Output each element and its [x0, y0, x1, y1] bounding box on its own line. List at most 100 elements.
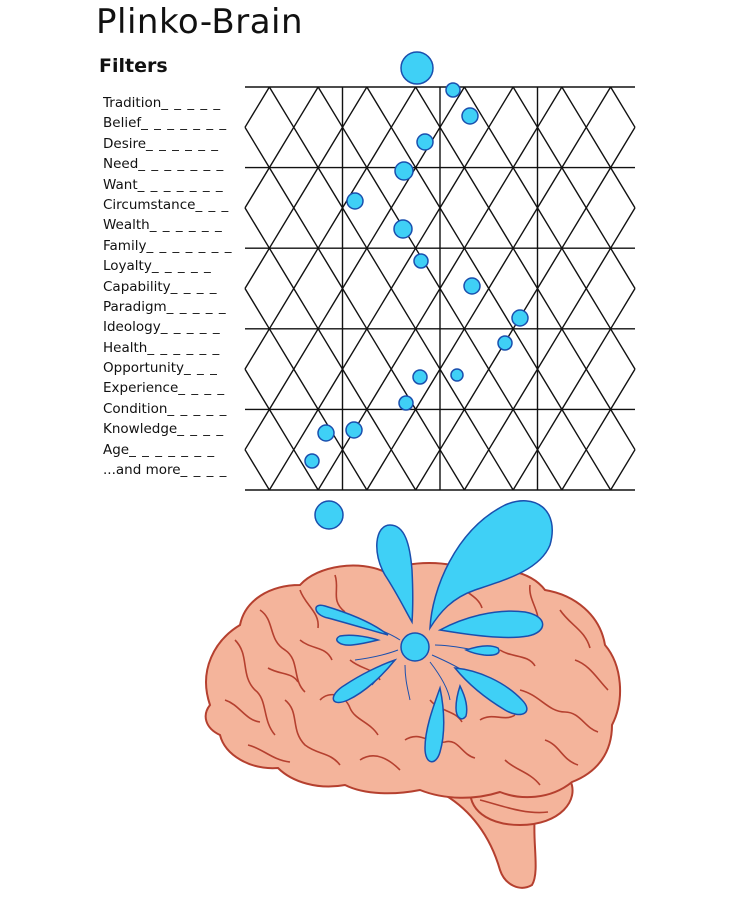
- grid-line: [561, 328, 587, 370]
- grid-line: [488, 207, 514, 249]
- grid-line: [317, 449, 344, 491]
- grid-line: [366, 328, 392, 370]
- page-title: Plinko-Brain: [96, 2, 304, 42]
- grid-line: [488, 409, 514, 451]
- plinko-ball: [345, 421, 363, 439]
- grid-line: [341, 126, 368, 168]
- grid-line: [390, 328, 417, 370]
- filter-item: Tradition_ _ _ _ _: [103, 93, 233, 113]
- grid-line: [561, 247, 587, 289]
- grid-line: [488, 288, 514, 330]
- grid-line: [244, 247, 270, 289]
- grid-drops: [304, 51, 529, 469]
- grid-line: [366, 409, 392, 451]
- filter-dashes: _ _ _ _ _ _ _: [141, 115, 228, 132]
- filter-item: Paradigm_ _ _ _ _: [103, 297, 233, 317]
- grid-line: [536, 449, 563, 491]
- grid-line: [561, 449, 587, 491]
- filter-label: Want: [103, 176, 138, 193]
- grid-line: [268, 167, 295, 209]
- grid-line: [341, 288, 368, 330]
- grid-line: [268, 247, 295, 289]
- filter-item: Health_ _ _ _ _ _: [103, 338, 233, 358]
- grid-line: [390, 288, 417, 330]
- plinko-ball: [346, 192, 364, 210]
- grid-line: [317, 167, 344, 209]
- splash-drop-right-small: [464, 645, 500, 656]
- grid-line: [561, 288, 587, 330]
- grid-line: [366, 449, 392, 491]
- plinko-ball: [416, 133, 434, 151]
- grid-line: [439, 247, 465, 289]
- grid-line: [244, 126, 270, 168]
- grid-line: [561, 368, 587, 410]
- grid-line: [463, 126, 490, 168]
- grid-line: [585, 449, 612, 491]
- grid-line: [293, 86, 319, 128]
- filter-item: Wealth_ _ _ _ _ _: [103, 215, 233, 235]
- grid-line: [463, 288, 490, 330]
- plinko-ball: [463, 277, 481, 295]
- grid-line: [536, 288, 563, 330]
- grid-line: [341, 86, 368, 128]
- filters-heading: Filters: [99, 55, 168, 77]
- filter-dashes: _ _ _ _: [178, 380, 226, 397]
- grid-line: [366, 247, 392, 289]
- splash-drop-large: [429, 500, 553, 631]
- grid-line: [463, 409, 490, 451]
- grid-line: [488, 126, 514, 168]
- grid-line: [390, 409, 417, 451]
- filter-label: Wealth: [103, 217, 150, 234]
- grid-line: [610, 409, 636, 451]
- grid-line: [439, 126, 465, 168]
- filter-label: Health: [103, 339, 148, 356]
- filter-dashes: _ _ _ _ _ _ _: [138, 156, 225, 173]
- splash-drop-bottom-small: [455, 684, 468, 720]
- grid-line: [488, 86, 514, 128]
- grid-line: [341, 449, 368, 491]
- grid-line: [488, 368, 514, 410]
- grid-line: [366, 288, 392, 330]
- grid-line: [317, 126, 344, 168]
- grid-line: [390, 86, 417, 128]
- grid-line: [293, 288, 319, 330]
- filter-label: Circumstance: [103, 196, 196, 213]
- grid-line: [585, 167, 612, 209]
- grid-line: [268, 409, 295, 451]
- grid-line: [439, 167, 465, 209]
- plinko-ball: [317, 424, 335, 442]
- grid-line: [244, 368, 270, 410]
- filter-dashes: _ _ _ _: [180, 462, 228, 479]
- grid-line: [439, 288, 465, 330]
- grid-line: [610, 328, 636, 370]
- grid-line: [268, 449, 295, 491]
- grid-line: [293, 328, 319, 370]
- filter-item: Loyalty_ _ _ _ _: [103, 256, 233, 276]
- plinko-ball: [413, 253, 429, 269]
- filter-label: Family: [103, 237, 147, 254]
- grid-line: [244, 449, 270, 491]
- grid-line: [512, 126, 539, 168]
- grid-line: [268, 207, 295, 249]
- grid-line: [293, 409, 319, 451]
- grid-line: [610, 126, 636, 168]
- grid-line: [439, 368, 465, 410]
- grid-line: [561, 167, 587, 209]
- filter-item: Want_ _ _ _ _ _ _: [103, 175, 233, 195]
- grid-line: [415, 86, 441, 128]
- grid-line: [293, 126, 319, 168]
- grid-line: [610, 207, 636, 249]
- grid-line: [366, 86, 392, 128]
- grid-line: [512, 207, 539, 249]
- grid-line: [439, 449, 465, 491]
- grid-line: [439, 86, 465, 128]
- grid-line: [512, 409, 539, 451]
- grid-line: [488, 247, 514, 289]
- grid-line: [512, 86, 539, 128]
- filter-label: Age: [103, 441, 130, 458]
- grid-line: [512, 328, 539, 370]
- filter-label: Ideology: [103, 319, 161, 336]
- grid-line: [512, 167, 539, 209]
- grid-line: [463, 449, 490, 491]
- filter-label: Opportunity: [103, 360, 185, 377]
